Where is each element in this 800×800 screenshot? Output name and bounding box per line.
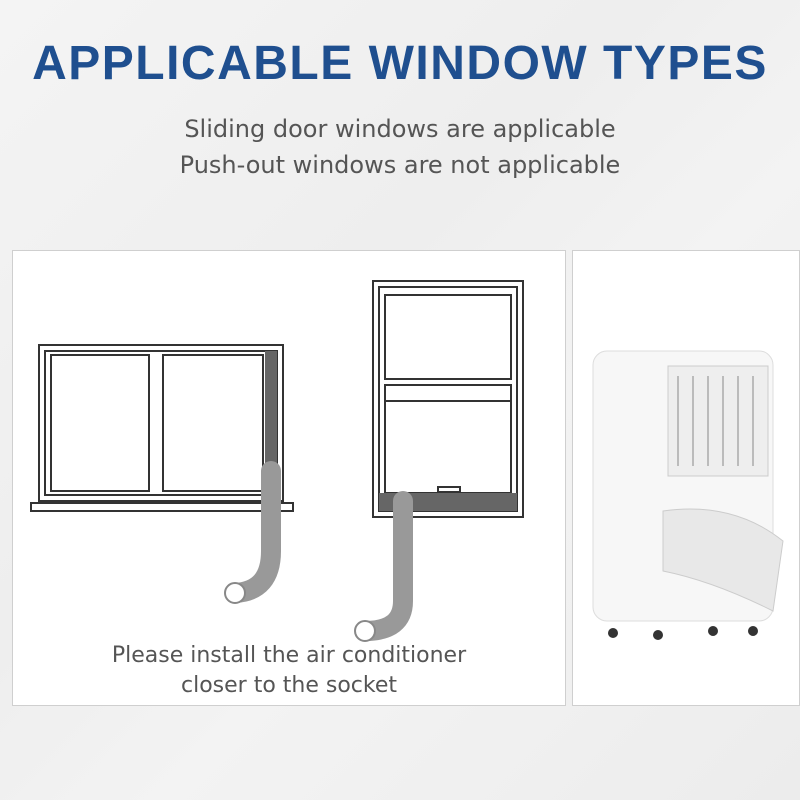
sliding-window-illustration [30,344,294,512]
subtitle-not-applicable: Push-out windows are not applicable [179,151,621,179]
air-conditioner-image [592,350,784,640]
window-diagram-panel: Please install the air conditioner close… [12,250,566,706]
subtitle-applicable: Sliding door windows are applicable [184,115,616,143]
install-note-line2: closer to the socket [180,673,397,698]
product-photo-panel [572,250,800,706]
install-note-line1: Please install the air conditioner [111,643,467,668]
page-title: APPLICABLE WINDOW TYPES [32,37,768,90]
hung-window-illustration [372,280,524,518]
window-diagrams [30,280,524,642]
